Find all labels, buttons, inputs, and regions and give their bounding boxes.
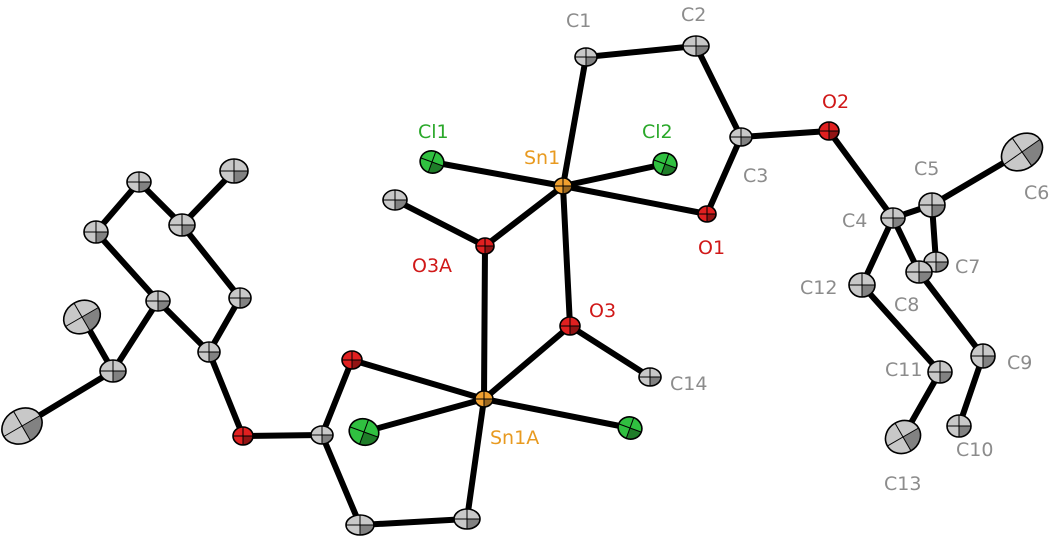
atom-o2a [232,426,254,446]
atom-c14a [382,189,408,211]
atom-l6 [83,220,109,244]
bond-o2a-l1 [206,349,246,439]
atom-c11 [927,360,953,384]
atom-c6 [1000,132,1044,172]
bond-c12-c11 [859,282,943,375]
bond-c3-o1 [704,134,744,217]
label-c7: C7 [955,256,980,278]
atom-o3a [475,237,495,255]
atom-c9 [970,343,996,369]
atom-cl2a [617,416,643,440]
atom-c2 [682,35,710,57]
atom-l5 [126,171,152,193]
bond-o3a-c14a [392,197,488,249]
atom-o2 [818,121,840,141]
label-c10: C10 [956,439,993,461]
bond-o3-sn1a [481,323,573,402]
atom-sn1 [553,177,573,195]
label-c3: C3 [743,165,768,187]
bond-sn1-cl1 [429,159,566,189]
bond-l2-l3 [179,222,243,301]
atom-l3 [168,213,196,237]
label-c11: C11 [885,359,922,381]
atom-l4 [219,158,249,184]
atom-l7 [145,290,171,312]
atom-l8 [99,359,127,383]
label-c14: C14 [670,373,707,395]
atom-c13 [884,419,922,455]
label-o2: O2 [822,91,849,113]
atom-c14 [638,367,662,387]
label-sn1a: Sn1A [490,427,539,449]
atom-l10 [1,407,43,445]
atom-c3a [310,425,334,445]
bond-sn1-o1 [560,183,710,217]
atom-c3 [729,127,753,147]
bond-o2-c4 [826,128,896,221]
label-c8: C8 [894,294,919,316]
bond-o3-c14 [567,323,653,380]
bond-c1a-c2a [357,516,470,528]
bond-sn1a-cl1a [361,396,487,435]
atom-o1a [341,350,363,370]
label-cl2: Cl2 [642,121,673,143]
atom-c1a [453,508,481,530]
atom-c4 [880,207,906,229]
label-o3: O3 [589,300,616,322]
atom-l9 [62,299,102,335]
bond-sn1a-cl2a [481,396,633,431]
bond-sn1a-o1a [349,357,487,402]
atom-c5 [918,192,946,218]
label-o1: O1 [698,237,725,259]
atom-sn1a [474,390,494,408]
atom-c10 [946,414,972,438]
atoms-layer [1,35,1044,536]
atom-cl1 [419,150,445,174]
atom-c8 [905,260,933,284]
bond-c3-o2 [738,128,832,140]
label-c9: C9 [1007,352,1032,374]
atom-cl2 [652,152,678,176]
bond-c8-c9 [916,269,986,359]
bond-sn1-c1 [560,54,589,189]
bond-c3a-o1a [319,357,355,438]
atom-cl1a [348,417,380,447]
atom-c12 [848,272,876,298]
bond-sn1-o3 [560,183,573,329]
label-c12: C12 [800,277,837,299]
label-sn1: Sn1 [524,147,560,169]
atom-l2 [228,287,252,309]
atom-o3 [559,316,581,336]
label-c4: C4 [842,210,867,232]
label-cl1: Cl1 [418,121,449,143]
label-c1: C1 [566,10,591,32]
bond-sn1-o3a [482,183,566,249]
label-c13: C13 [884,473,921,495]
atom-c2a [345,514,375,536]
atom-l1 [197,341,221,363]
label-c5: C5 [914,158,939,180]
label-c6: C6 [1024,182,1049,204]
label-o3a: O3A [412,255,452,277]
labels-layer: Sn1 Sn1A Cl1 Cl2 O1 O2 O3 O3A C1 C2 C3 C… [412,4,1049,495]
bond-l7-l1 [155,298,212,355]
atom-c1 [574,47,598,67]
atom-o1 [697,205,717,223]
bond-o3a-sn1a [481,243,488,402]
bond-l7-l8 [110,298,161,374]
label-c2: C2 [681,4,706,26]
bond-c1-c2 [583,43,699,60]
bond-l6-l7 [93,229,161,304]
bond-c2-c3 [693,43,744,140]
bond-c2a-c3a [319,432,363,528]
bond-sn1-cl2 [560,161,668,189]
bond-sn1a-c1a [464,396,487,522]
bond-c3a-o2a [240,432,325,439]
